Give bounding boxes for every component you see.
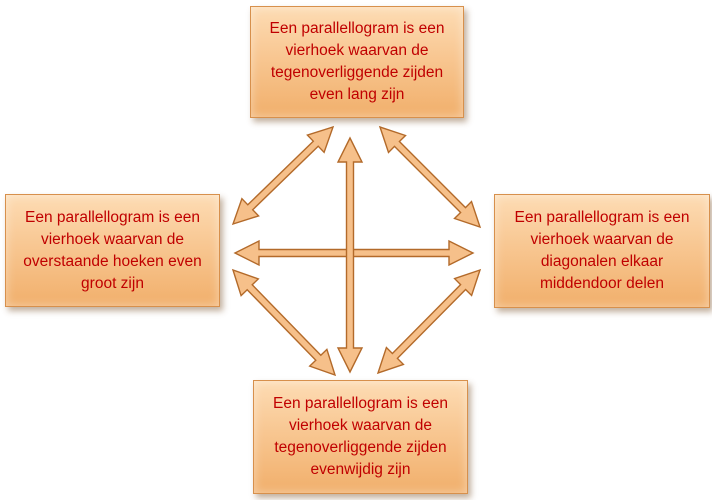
arrow-top-right — [378, 125, 482, 229]
arrow-vertical — [336, 136, 364, 374]
box-left-text: Een parallellogram is een vierhoek waarv… — [23, 208, 202, 292]
box-right: Een parallellogram is een vierhoek waarv… — [494, 194, 710, 308]
box-top-text: Een parallellogram is een vierhoek waarv… — [269, 20, 445, 103]
arrow-right-bottom — [376, 268, 482, 375]
box-bottom-text: Een parallellogram is een vierhoek waarv… — [273, 395, 448, 478]
arrow-left-bottom — [231, 268, 337, 377]
box-top: Een parallellogram is een vierhoek waarv… — [250, 6, 464, 118]
box-right-text: Een parallellogram is een vierhoek waarv… — [514, 209, 690, 292]
box-left: Een parallellogram is een vierhoek waarv… — [5, 194, 220, 307]
arrow-left-top — [231, 125, 335, 226]
box-bottom: Een parallellogram is een vierhoek waarv… — [253, 380, 468, 494]
